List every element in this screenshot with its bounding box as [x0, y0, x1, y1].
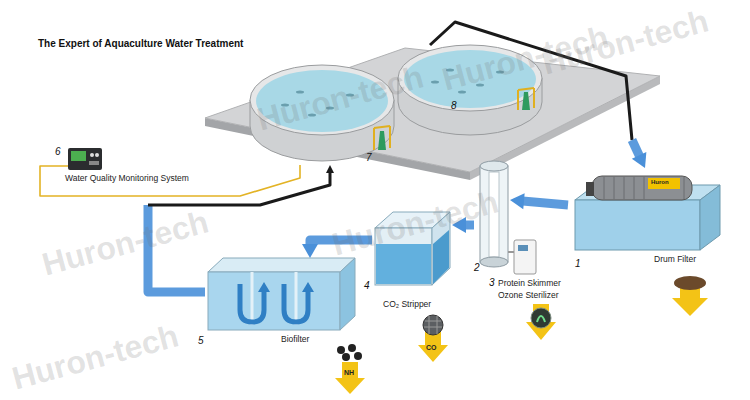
- output-arrow: [526, 304, 556, 340]
- stripper-water: [433, 230, 449, 284]
- watermark: Huron-tech: [38, 204, 212, 284]
- motor: [586, 182, 594, 196]
- callout-number: 4: [364, 280, 370, 292]
- chemical-symbol: NH: [344, 369, 354, 377]
- drum-filter-tank: [575, 200, 700, 250]
- part-label: Drum Filter: [654, 255, 696, 265]
- media-pellets: [337, 344, 362, 361]
- watermark: Huron-tech: [8, 317, 182, 397]
- media-ball: [424, 316, 442, 334]
- callout-number: 1: [575, 258, 581, 270]
- ozone-icon: [537, 316, 545, 322]
- biofilter-tank: [208, 258, 355, 272]
- callout-number: 5: [198, 335, 204, 347]
- biofilter-tank: [340, 258, 355, 330]
- skimmer-base: [480, 257, 508, 267]
- diagram-title: The Expert of Aquaculture Water Treatmen…: [38, 38, 243, 50]
- drum-ribs: [604, 177, 684, 199]
- brand-text: Huron: [651, 179, 669, 186]
- partition: [252, 272, 296, 325]
- ozone-pipe: [508, 251, 514, 253]
- drum: [592, 176, 692, 200]
- biofilter: 5Biofilter: [205, 258, 355, 330]
- callout-number: 7: [366, 152, 372, 164]
- part-label: Biofilter: [281, 335, 309, 345]
- flow-arrow: [510, 193, 568, 209]
- drum-filter: 1Drum Filter: [568, 168, 718, 253]
- biofilter-tank: [208, 272, 340, 330]
- aerator: [378, 131, 386, 150]
- ozone-screen: [518, 245, 528, 251]
- aerator: [522, 92, 530, 110]
- ozone-unit: [514, 240, 536, 274]
- callout-number: 3: [489, 277, 495, 289]
- aerator-frame: [518, 88, 534, 110]
- chemical-symbol: CO: [426, 344, 437, 352]
- flow-u-arrow: [258, 282, 270, 292]
- media-ball: [423, 315, 443, 335]
- aerator-frame: [374, 126, 390, 150]
- callout-number: 6: [55, 146, 61, 158]
- output-arrow: [335, 362, 365, 394]
- arrowhead: [632, 152, 647, 168]
- arrowhead: [510, 193, 525, 209]
- monitor-button: [90, 153, 94, 157]
- part-label: Protein Skimmer: [498, 279, 561, 289]
- arrowhead: [326, 165, 334, 173]
- connector-line: [40, 165, 300, 196]
- callout-number: 8: [451, 100, 457, 112]
- part-label: Water Quality Monitoring System: [65, 174, 189, 184]
- monitor-button: [95, 153, 99, 157]
- brand-plate: [648, 178, 680, 189]
- callout-number: 2: [474, 262, 480, 274]
- monitoring-system: 6Water Quality Monitoring System: [68, 148, 102, 170]
- part-label: Ozone Sterilizer: [498, 291, 558, 301]
- part-label: CO₂ Stripper: [383, 300, 431, 310]
- monitor-device: [68, 148, 102, 170]
- monitor-button: [89, 161, 99, 165]
- sludge: [674, 276, 706, 290]
- signal-cable: [40, 165, 300, 196]
- flow-u-arrow: [302, 282, 314, 292]
- skimmer-top: [480, 161, 508, 171]
- ozone-sterilizer: 3Ozone Sterilizer: [512, 236, 538, 276]
- output-arrow: [672, 286, 708, 316]
- arrowhead: [302, 244, 318, 258]
- ozone-icon: [531, 308, 551, 328]
- connector-line: [520, 201, 568, 205]
- watermark: Huron-tech: [538, 3, 712, 83]
- monitor-screen: [71, 151, 86, 161]
- drum-filter-tank: [700, 185, 720, 250]
